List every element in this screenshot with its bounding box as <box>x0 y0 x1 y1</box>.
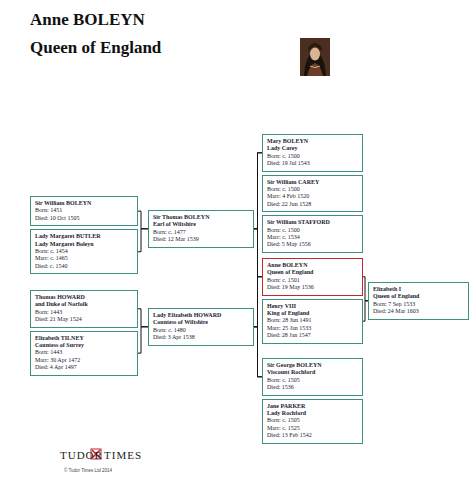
person-name: Queen of England <box>373 293 464 300</box>
person-name: Sir William BOLEYN <box>35 200 133 207</box>
person-box: Sir George BOLEYNViscount RochfordBorn: … <box>262 358 363 396</box>
life-date: Born: c. 1500 <box>267 186 358 193</box>
logo-text: TUDOR <box>60 449 103 461</box>
person-name: Sir Thomas BOLEYN <box>153 214 249 221</box>
person-name: Sir William CAREY <box>267 179 358 186</box>
life-date: Born: 7 Sep 1533 <box>373 301 464 308</box>
life-date: Born: c. 1505 <box>267 377 358 384</box>
life-date: Died: 19 Jul 1543 <box>267 160 358 167</box>
logo-text: TIMES <box>104 449 142 461</box>
life-date: Born: c. 1477 <box>153 229 249 236</box>
person-name: Lady Rochford <box>267 410 358 417</box>
family-line <box>254 153 262 327</box>
life-date: Died: 12 Mar 1539 <box>153 236 249 243</box>
person-name: Queen of England <box>267 269 358 276</box>
life-date: Born: 1443 <box>35 349 133 356</box>
person-name: Viscount Rochford <box>267 369 358 376</box>
life-date: Died: 10 Oct 1505 <box>35 215 133 222</box>
family-line <box>138 229 148 252</box>
person-name: Elizabeth TILNEY <box>35 335 133 342</box>
life-date: Died: 13 Feb 1542 <box>267 432 358 439</box>
person-name: Earl of Wiltshire <box>153 221 249 228</box>
life-date: Died: 28 Jan 1547 <box>267 332 358 339</box>
person-box: Lady Margaret BUTLERLady Margaret Boleyn… <box>30 229 138 274</box>
subtitle: Queen of England <box>30 38 161 58</box>
life-date: Born: c. 1500 <box>267 153 358 160</box>
person-box: Mary BOLEYNLady CareyBorn: c. 1500Died: … <box>262 134 363 172</box>
family-line <box>254 277 262 327</box>
person-name: Thomas HOWARD <box>35 294 133 301</box>
person-box: Sir William CAREYBorn: c. 1500Marr: 4 Fe… <box>262 175 363 213</box>
life-date: Born: c. 1454 <box>35 248 133 255</box>
life-date: Born: c. 1480 <box>153 327 249 334</box>
person-name: King of England <box>267 310 358 317</box>
life-date: Died: 19 May 1536 <box>267 284 358 291</box>
person-name: Lady Margaret BUTLER <box>35 233 133 240</box>
life-date: Died: 1536 <box>267 384 358 391</box>
life-date: Marr: 25 Jan 1533 <box>267 325 358 332</box>
person-name: Elizabeth I <box>373 286 464 293</box>
life-date: Died: 22 Jun 1528 <box>267 201 358 208</box>
life-date: Born: c. 1500 <box>267 227 358 234</box>
person-box: Jane PARKERLady RochfordBorn: c. 1505Mar… <box>262 399 363 444</box>
person-box: Elizabeth TILNEYCountess of SurreyBorn: … <box>30 331 138 376</box>
life-date: Marr: 4 Feb 1520 <box>267 193 358 200</box>
person-name: Countess of Wiltshire <box>153 319 249 326</box>
family-line <box>254 327 262 377</box>
copyright-note: © Tudor Times Ltd 2014 <box>64 468 112 473</box>
family-line <box>138 211 148 229</box>
person-box: Sir Thomas BOLEYNEarl of WiltshireBorn: … <box>148 210 254 248</box>
person-box: Henry VIIIKing of EnglandBorn: 28 Jun 14… <box>262 299 363 344</box>
person-name: Jane PARKER <box>267 403 358 410</box>
person-name: Lady Elizabeth HOWARD <box>153 312 249 319</box>
person-name: Mary BOLEYN <box>267 138 358 145</box>
life-date: Marr: c. 1534 <box>267 234 358 241</box>
life-date: Died: 21 May 1524 <box>35 316 133 323</box>
person-name: Lady Margaret Boleyn <box>35 241 133 248</box>
life-date: Born: c. 1501 <box>267 277 358 284</box>
person-name: Lady Carey <box>267 145 358 152</box>
person-name: Countess of Surrey <box>35 342 133 349</box>
person-box: Sir William STAFFORDBorn: c. 1500Marr: c… <box>262 215 363 253</box>
life-date: Died: 3 Apr 1538 <box>153 334 249 341</box>
life-date: Died: 24 Mar 1603 <box>373 308 464 315</box>
person-box: Lady Elizabeth HOWARDCountess of Wiltshi… <box>148 308 254 346</box>
page-title: Anne BOLEYN <box>30 10 145 30</box>
family-line <box>138 309 148 327</box>
life-date: Died: 5 May 1556 <box>267 241 358 248</box>
person-name: and Duke of Norfolk <box>35 301 133 308</box>
person-box: Thomas HOWARDand Duke of NorfolkBorn: 14… <box>30 290 138 328</box>
life-date: Born: 28 Jun 1491 <box>267 317 358 324</box>
family-line <box>138 327 148 353</box>
life-date: Died: c. 1540 <box>35 263 133 270</box>
person-name: Anne BOLEYN <box>267 262 358 269</box>
life-date: Marr: 30 Apr 1472 <box>35 357 133 364</box>
life-date: Marr: c. 1525 <box>267 425 358 432</box>
portrait <box>300 38 330 76</box>
person-name: Sir William STAFFORD <box>267 219 358 226</box>
life-date: Born: c. 1505 <box>267 417 358 424</box>
life-date: Marr: c. 1465 <box>35 255 133 262</box>
person-box: Elizabeth IQueen of EnglandBorn: 7 Sep 1… <box>368 282 469 320</box>
person-name: Sir George BOLEYN <box>267 362 358 369</box>
person-box: Sir William BOLEYNBorn: 1451Died: 10 Oct… <box>30 196 138 226</box>
life-date: Born: 1443 <box>35 309 133 316</box>
person-name: Henry VIII <box>267 303 358 310</box>
life-date: Born: 1451 <box>35 207 133 214</box>
person-box: Anne BOLEYNQueen of EnglandBorn: c. 1501… <box>262 258 363 296</box>
life-date: Died: 4 Apr 1497 <box>35 364 133 371</box>
